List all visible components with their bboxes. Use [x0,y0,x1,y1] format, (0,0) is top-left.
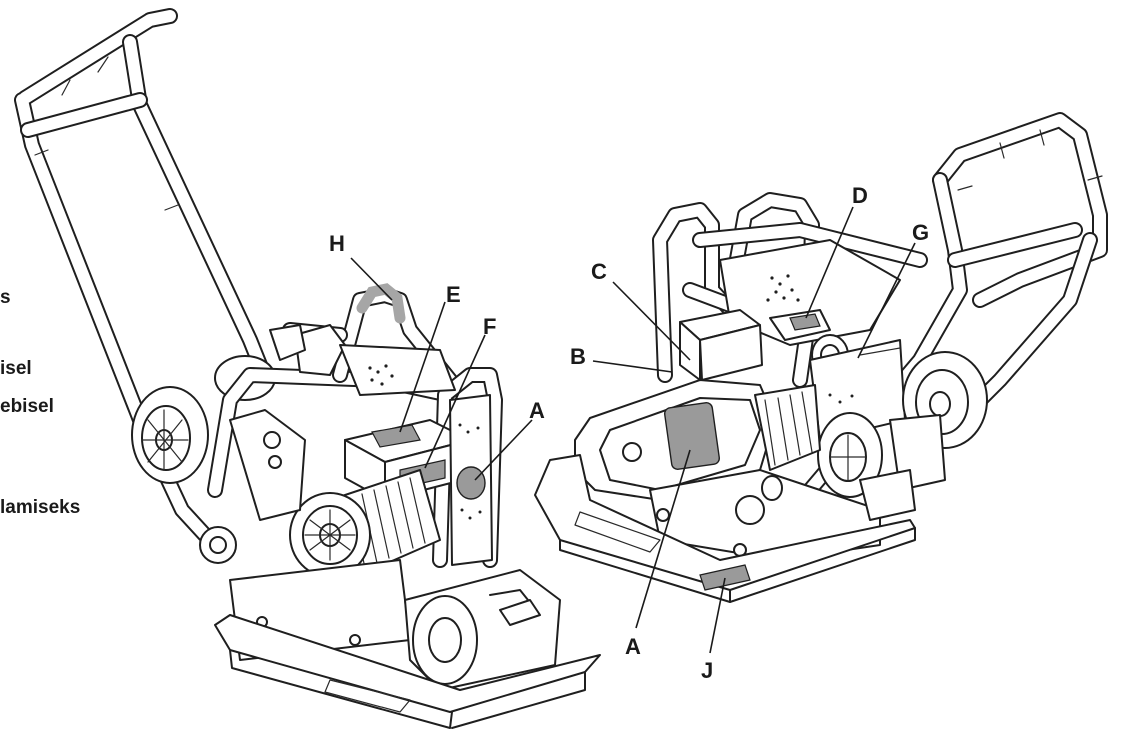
left-handle [14,8,270,543]
leader-h [350,257,393,301]
leader-e [399,301,446,433]
right-belt-guard [574,379,776,501]
callout-c: C [591,259,607,284]
callout-f: F [483,314,497,339]
legend-fragment-2: isel [0,358,32,379]
legend-fragment-4: lamiseks [0,497,81,518]
callout-g: G [912,220,930,245]
left-base-plate [214,614,601,729]
leader-j [709,577,726,654]
decal-a-right [663,402,721,470]
leader-g [857,242,916,359]
left-compactor [14,8,601,729]
legend-fragment-1: s [0,287,11,308]
callout-h: H [329,231,345,256]
grip-h [356,283,406,324]
leader-d [805,206,854,319]
decal-j [699,564,751,591]
callout-b: B [570,344,586,369]
leader-a-left [474,419,533,481]
leader-a-right [635,449,691,629]
leader-f [424,334,486,469]
callout-a-right: A [625,634,641,659]
right-base-plate [534,454,916,603]
right-compactor [534,112,1108,603]
leader-b [592,360,673,373]
decal-e [371,424,421,448]
right-battery-box [679,309,763,381]
decal-a-left [456,466,486,500]
left-motor [289,469,441,578]
left-engine-top [269,324,456,396]
callout-d: D [852,183,868,208]
callout-e: E [446,282,461,307]
left-side-plate [449,394,493,566]
right-engine [754,384,821,471]
callout-j: J [701,658,714,683]
leader-c [612,281,691,361]
callout-a-left: A [529,398,545,423]
legend-fragment-3: ebisel [0,396,54,417]
right-wheels [817,351,988,498]
left-body [199,409,306,564]
leader-lines [350,206,916,654]
